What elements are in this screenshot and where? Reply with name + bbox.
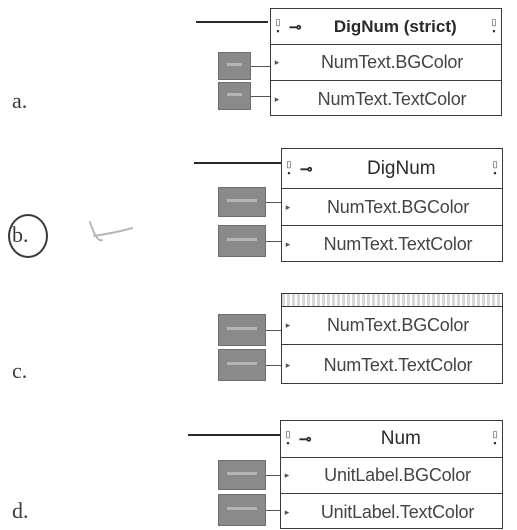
property-node-header: ▯▪ ⊸ DigNum ▯▪ [282,149,502,189]
property-node-title: DigNum [366,157,436,179]
input-arrow-icon: ▸ [285,201,291,212]
property-name: NumText.TextColor [317,88,467,109]
property-name: NumText.BGColor [326,314,470,335]
property-row[interactable]: ▸ NumText.TextColor [271,81,501,117]
wire-connector [251,66,273,67]
reference-wire [194,162,290,164]
property-name: NumText.TextColor [323,354,473,375]
input-arrow-icon: ▸ [274,93,280,104]
color-terminal [218,82,251,110]
property-node-title: Num [380,428,421,449]
reference-key-icon: ⊸ [300,160,313,178]
wire-connector [266,330,282,331]
property-name: NumText.BGColor [320,52,464,72]
property-row[interactable]: ▸ NumText.BGColor [271,45,501,81]
check-mark-icon [89,221,133,242]
reference-key-icon: ⊸ [289,18,302,36]
wire-connector [251,96,273,97]
input-arrow-icon: ▸ [285,319,291,330]
wire-connector [266,475,282,476]
option-label-d: d. [12,498,29,523]
property-node-header: ▯▪ ⊸ DigNum (strict) ▯▪ [271,9,501,45]
property-row[interactable]: ▸ UnitLabel.TextColor [281,494,502,530]
property-node[interactable]: ▯▪ ⊸ DigNum (strict) ▯▪ ▸ NumText.BGColo… [270,8,502,116]
property-node-side-icon: ▯▪ [492,429,498,448]
property-row[interactable]: ▸ NumText.TextColor [282,226,502,263]
property-node-header [282,294,502,307]
option-label-c: c. [12,358,28,383]
property-row[interactable]: ▸ UnitLabel.BGColor [281,458,502,494]
property-node-side-icon: ▯▪ [286,158,292,178]
property-node-header: ▯▪ ⊸ Num ▯▪ [281,421,502,458]
input-arrow-icon: ▸ [285,359,291,370]
color-terminal [218,349,266,381]
color-terminal [218,187,266,217]
reference-key-icon: ⊸ [299,431,312,448]
property-node-side-icon: ▯▪ [275,16,281,36]
property-node[interactable]: ▸ NumText.BGColor ▸ NumText.TextColor [281,293,503,384]
property-name: NumText.BGColor [326,196,470,217]
property-node-side-icon: ▯▪ [491,16,497,36]
wire-connector [266,510,282,511]
color-terminal [218,225,266,257]
property-node-side-icon: ▯▪ [492,158,498,178]
wire-connector [266,241,282,242]
property-node[interactable]: ▯▪ ⊸ DigNum ▯▪ ▸ NumText.BGColor ▸ NumTe… [281,148,503,262]
wire-connector [266,365,282,366]
wire-connector [266,202,282,203]
color-terminal [218,460,266,490]
color-terminal [218,52,251,80]
property-name: NumText.TextColor [323,234,473,254]
property-name: UnitLabel.BGColor [324,465,471,485]
reference-wire [188,434,284,436]
reference-wire [196,21,268,23]
option-label-b: b. [12,222,29,247]
input-arrow-icon: ▸ [284,470,290,480]
input-arrow-icon: ▸ [284,506,290,517]
property-node-side-icon: ▯▪ [285,429,291,448]
property-name: UnitLabel.TextColor [320,501,475,522]
property-row[interactable]: ▸ NumText.TextColor [282,345,502,385]
color-terminal [218,314,266,346]
option-label-a: a. [12,88,28,113]
color-terminal [218,494,266,526]
property-node-title: DigNum (strict) [333,16,457,36]
property-row[interactable]: ▸ NumText.BGColor [282,189,502,226]
input-arrow-icon: ▸ [285,239,291,249]
input-arrow-icon: ▸ [274,57,280,67]
property-row[interactable]: ▸ NumText.BGColor [282,306,502,345]
answer-circle-mark [8,214,48,258]
property-node[interactable]: ▯▪ ⊸ Num ▯▪ ▸ UnitLabel.BGColor ▸ UnitLa… [280,420,503,529]
